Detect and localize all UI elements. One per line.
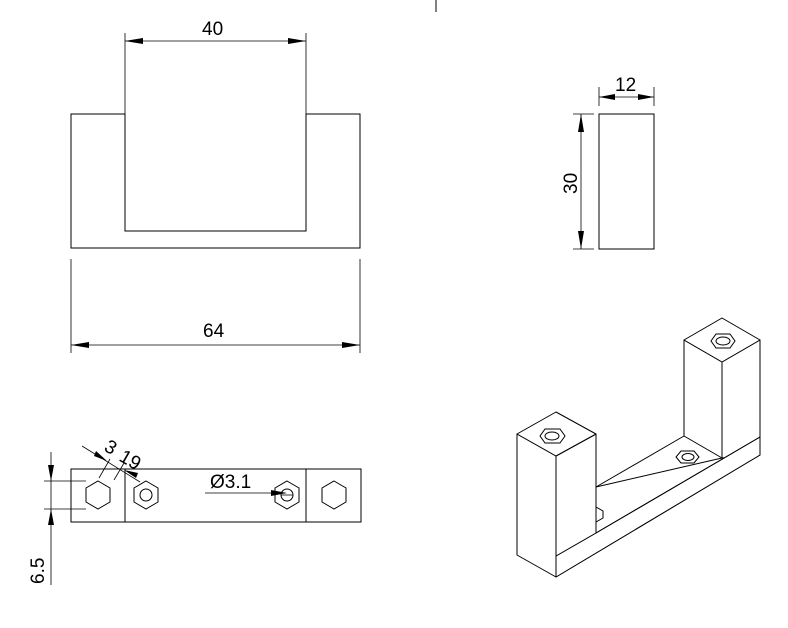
hex-hole [274, 480, 300, 510]
arrowhead [578, 231, 584, 249]
iso-left-pillar-front [516, 433, 557, 578]
iso-left-pillar-top [516, 411, 597, 457]
front-view: 40 64 [70, 19, 361, 353]
dimension-text-30: 30 [561, 173, 582, 194]
isometric-view [516, 317, 761, 578]
arrowhead [599, 94, 615, 100]
iso-edge [595, 436, 761, 534]
arrowhead [125, 38, 143, 44]
iso-hole [715, 336, 731, 346]
iso-hole [544, 431, 560, 441]
arrowhead [48, 509, 54, 525]
arrowhead [48, 465, 54, 481]
iso-hex-recess [710, 333, 736, 349]
arrowhead [288, 38, 306, 44]
dimension-text-small-a: 3 [101, 436, 121, 459]
arrowhead [124, 470, 138, 478]
top-view: Ø3.1 3 19 6.5 [28, 436, 362, 585]
side-view-outline [598, 113, 655, 250]
arrowhead [638, 94, 654, 100]
leader-line-small [81, 445, 141, 483]
arrowhead [71, 342, 89, 348]
dimension-text-40: 40 [202, 19, 223, 40]
hex-hole [321, 480, 347, 510]
extension-line [98, 458, 111, 479]
side-view: 12 30 [561, 75, 655, 250]
dimension-text-hole: Ø3.1 [210, 472, 251, 493]
arrowhead [94, 451, 107, 461]
top-view-outline [70, 468, 362, 523]
hex-hole [133, 480, 159, 510]
arrowhead [271, 490, 287, 496]
arrowhead [578, 114, 584, 132]
iso-hex-recess [539, 428, 566, 444]
round-hole [139, 488, 153, 502]
dimension-text-left: 6.5 [28, 558, 49, 584]
iso-hole [681, 453, 695, 461]
iso-hex-recess [675, 450, 700, 464]
iso-right-pillar-top [683, 317, 761, 363]
iso-hex-recess-partial [595, 506, 604, 523]
extension-line [113, 462, 125, 481]
front-view-outline [70, 113, 361, 249]
arrowhead [342, 342, 360, 348]
dimension-text-64: 64 [203, 321, 225, 342]
hex-hole [85, 480, 111, 510]
dimension-text-12: 12 [615, 75, 636, 96]
